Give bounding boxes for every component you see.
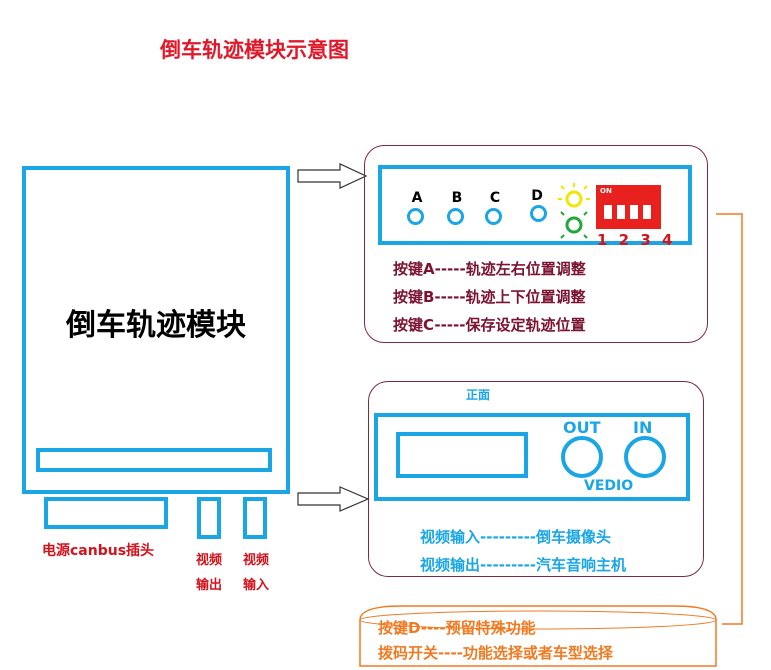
video-input-description: 视频输入---------倒车摄像头 [420,528,612,546]
display-window [396,432,528,478]
video-in-port [624,436,666,478]
button-a-label: A [411,190,423,206]
button-b-description: 按键B-----轨迹上下位置调整 [393,288,586,306]
top-panel-control-strip [378,165,692,245]
front-panel [368,381,704,577]
power-connector-label: 电源canbus插头 [42,543,155,559]
video-out-connector [197,497,221,539]
dip-switch-numbers: 1 2 3 4 [597,231,676,249]
diagram-title: 倒车轨迹模块示意图 [160,38,349,62]
arrow-to-top-panel [297,163,368,189]
video-output-description: 视频输出---------汽车音响主机 [420,556,627,574]
button-b-label: B [451,190,463,206]
button-d-note: 按键D----预留特殊功能 [378,619,536,637]
module-body [22,166,290,494]
vedio-label: VEDIO [584,478,634,494]
top-panel [364,145,708,343]
bottom-note-shape [359,605,717,667]
video-out-port [561,436,603,478]
dip-on-label: ON [600,187,612,195]
front-panel-heading: 正面 [466,388,491,402]
dip-switch-1[interactable] [604,205,612,219]
dip-switch-2[interactable] [617,205,625,219]
button-c[interactable] [485,208,502,225]
button-c-description: 按键C-----保存设定轨迹位置 [393,316,586,334]
status-leds [558,183,590,239]
video-out-label-line2: 输出 [196,578,223,593]
dip-switch-3[interactable] [630,205,638,219]
button-b[interactable] [447,208,464,225]
button-a-description: 按键A-----轨迹左右位置调整 [393,260,586,278]
out-port-label: OUT [563,418,601,437]
power-connector [44,497,168,529]
button-d[interactable] [530,205,547,222]
video-in-label-line1: 视频 [243,553,270,568]
button-a[interactable] [407,208,424,225]
arrow-to-front-panel [297,486,370,512]
video-in-connector [243,497,267,539]
dip-switch-note: 拨码开关----功能选择或者车型选择 [378,644,613,662]
video-in-label-line2: 输入 [243,578,270,593]
in-port-label: IN [633,418,653,437]
video-out-label-line1: 视频 [196,553,223,568]
front-panel-face [374,413,690,501]
button-c-label: C [489,190,501,206]
button-d-label: D [531,188,543,204]
module-label: 倒车轨迹模块 [66,308,246,343]
module-front-strip [36,448,272,472]
green-led-icon [560,211,588,239]
dip-switch[interactable]: ON [596,185,661,229]
dip-switch-4[interactable] [643,205,651,219]
orange-bracket-line [716,213,743,625]
yellow-led-icon [558,183,590,208]
